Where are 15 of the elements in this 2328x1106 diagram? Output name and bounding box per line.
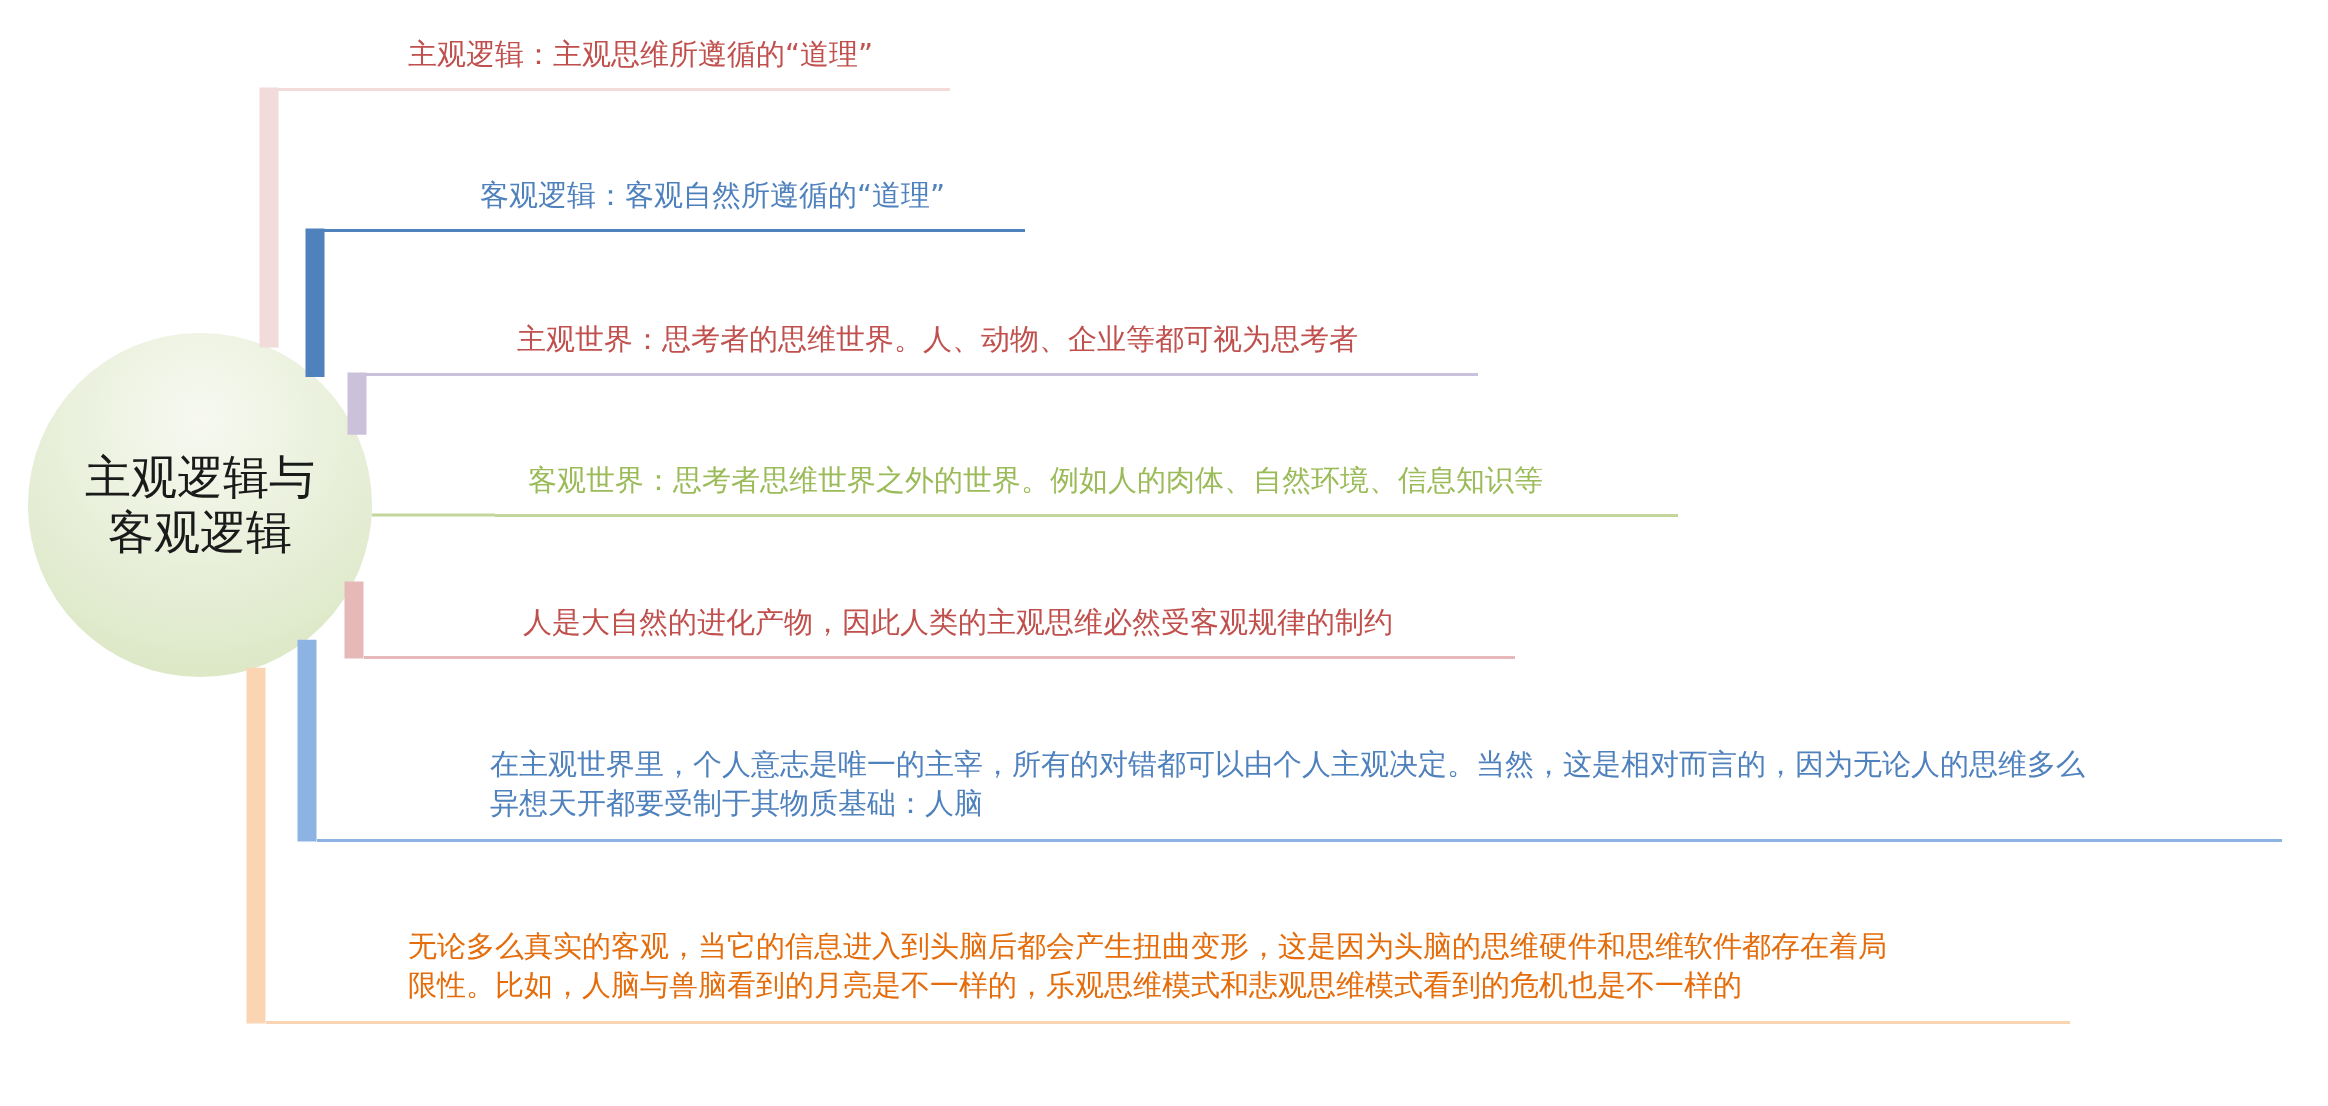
branch-text: 人是大自然的进化产物，因此人类的主观思维必然受客观规律的制约: [523, 603, 1394, 641]
branch-text: 主观世界：思考者的思维世界。人、动物、企业等都可视为思考者: [517, 320, 1359, 358]
branch-text: 无论多么真实的客观，当它的信息进入到头脑后都会产生扭曲变形，这是因为头脑的思维硬件和思维软件都存在着局限性。比如，人脑与兽脑看到的月亮是不一样的，乐观思维模式和悲观思维模式看到的危机也是不一样的: [408, 927, 1888, 1004]
branch-connector: [246, 667, 266, 1024]
branch-connector: [371, 513, 495, 517]
central-topic-text: 主观逻辑与客观逻辑: [84, 449, 316, 561]
branch-connector: [297, 639, 317, 842]
branch-text: 客观逻辑：客观自然所遵循的“道理”: [480, 176, 947, 214]
branch-text: 在主观世界里，个人意志是唯一的主宰，所有的对错都可以由个人主观决定。当然，这是相对而言的，因为无论人的思维多么异想天开都要受制于其物质基础：人脑: [490, 745, 2086, 822]
branch-connector: [347, 372, 367, 435]
branch-connector: [344, 581, 364, 659]
branch-connector: [305, 228, 325, 378]
branch-text: 主观逻辑：主观思维所遵循的“道理”: [408, 35, 875, 73]
branch-connector: [259, 87, 279, 348]
branch-text: 客观世界：思考者思维世界之外的世界。例如人的肉体、自然环境、信息知识等: [528, 461, 1544, 499]
